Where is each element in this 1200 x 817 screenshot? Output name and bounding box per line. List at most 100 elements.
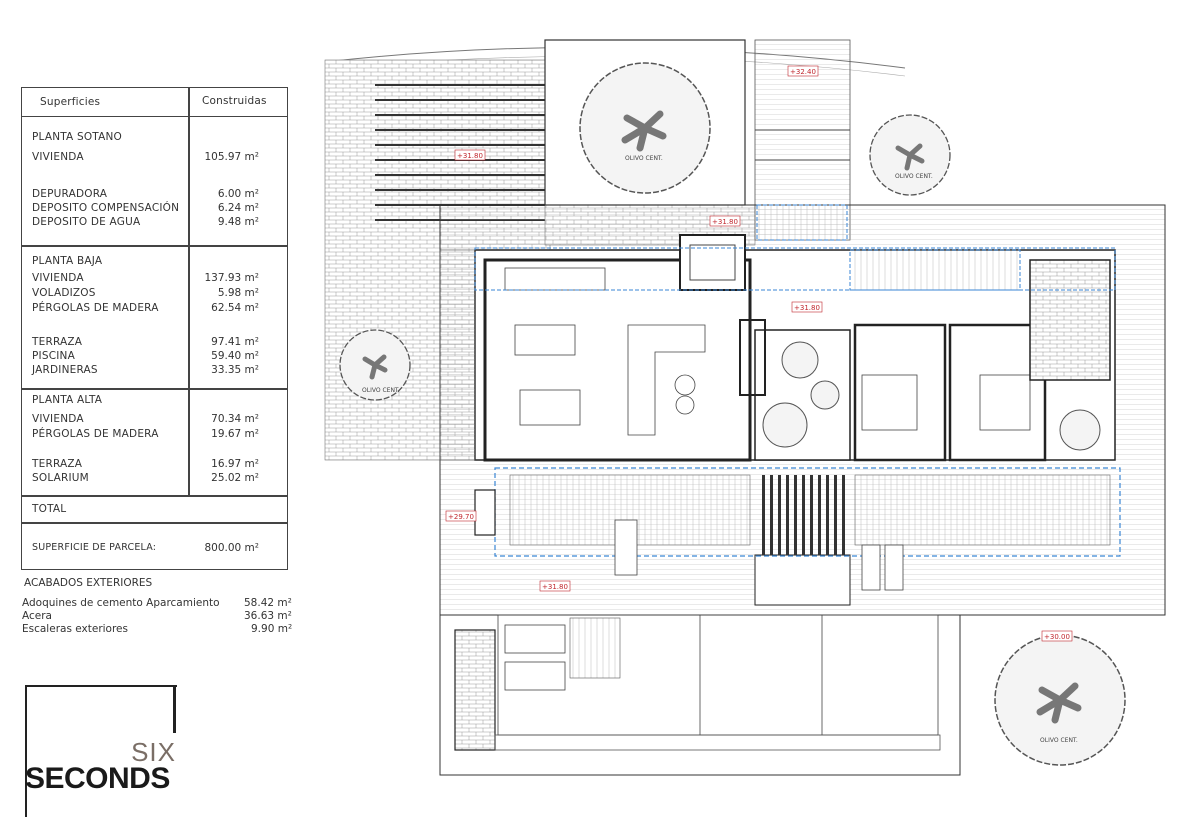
level-marker: +31.80 <box>709 215 741 227</box>
row-value: 19.67 m² <box>211 428 259 440</box>
acabados-value: 36.63 m² <box>244 610 292 622</box>
row-label: DEPOSITO DE AGUA <box>32 216 141 228</box>
svg-text:+29.70: +29.70 <box>448 513 474 521</box>
logo-six: SIX <box>131 737 176 767</box>
row-value: 16.97 m² <box>211 458 259 470</box>
sunbed <box>884 544 904 591</box>
elevator-core <box>679 234 746 291</box>
row-value: 97.41 m² <box>211 336 259 348</box>
bed <box>861 374 918 431</box>
acabados-title: ACABADOS EXTERIORES <box>24 577 153 589</box>
planter <box>474 489 496 536</box>
dining-table <box>519 389 581 426</box>
row-label: SOLARIUM <box>32 472 89 484</box>
row-label: PÉRGOLAS DE MADERA <box>32 302 159 314</box>
row-label: PISCINA <box>32 350 75 362</box>
level-marker: +30.00 <box>1041 630 1073 642</box>
row-label: VIVIENDA <box>32 151 84 163</box>
row-label: VOLADIZOS <box>32 287 96 299</box>
row-label: VIVIENDA <box>32 413 84 425</box>
armchair <box>674 374 696 396</box>
divider <box>22 245 287 247</box>
row-value: 9.48 m² <box>217 216 259 228</box>
bedroom-2 <box>948 323 1047 462</box>
left-stairs <box>439 249 476 461</box>
row-label: DEPOSITO COMPENSACIÓN <box>32 202 180 214</box>
olive-tree: OLIVO CENT. <box>994 634 1126 766</box>
olive-tree: OLIVO CENT. <box>869 114 951 196</box>
pergola-frame <box>854 474 1111 546</box>
row-value: 137.93 m² <box>204 272 259 284</box>
svg-text:+31.80: +31.80 <box>542 583 568 591</box>
svg-text:+30.00: +30.00 <box>1044 633 1070 641</box>
floor-plan: OLIVO CENT. OLIVO CENT. OLIVO CENT. OLIV… <box>324 39 1166 776</box>
upper-stairs <box>849 249 1021 291</box>
svg-text:+32.40: +32.40 <box>790 68 816 76</box>
row-value: 59.40 m² <box>211 350 259 362</box>
level-marker: +31.80 <box>539 580 571 592</box>
logo-frame <box>25 685 177 817</box>
tree-label: OLIVO CENT. <box>1040 737 1078 744</box>
areas-table: Superficies Construidas PLANTA SOTANO VI… <box>21 87 288 570</box>
acabados-value: 58.42 m² <box>244 597 292 609</box>
divider <box>22 522 287 524</box>
row-value: 70.34 m² <box>211 413 259 425</box>
divider <box>22 388 287 390</box>
svg-text:+31.80: +31.80 <box>712 218 738 226</box>
pergola-slats <box>758 475 848 555</box>
row-value: 6.00 m² <box>217 188 259 200</box>
acabados-value: 9.90 m² <box>251 623 293 635</box>
level-marker: +31.80 <box>791 301 823 313</box>
svg-text:+31.80: +31.80 <box>457 152 483 160</box>
level-marker: +31.80 <box>454 149 486 161</box>
row-label: TERRAZA <box>32 458 83 470</box>
section-planta-baja: PLANTA BAJA <box>32 255 103 267</box>
row-label: VIVIENDA <box>32 272 84 284</box>
row-value: 5.98 m² <box>217 287 259 299</box>
living-room <box>483 258 752 462</box>
parcela-value: 800.00 m² <box>204 542 259 554</box>
bed <box>979 374 1031 431</box>
divider <box>22 495 287 497</box>
row-value: 25.02 m² <box>211 472 259 484</box>
sofa <box>627 324 706 436</box>
olive-tree: OLIVO CENT. <box>579 62 711 194</box>
section-planta-sotano: PLANTA SOTANO <box>32 131 123 143</box>
row-value: 33.35 m² <box>211 364 259 376</box>
svg-text:+31.80: +31.80 <box>794 304 820 312</box>
row-label: DEPURADORA <box>32 188 108 200</box>
section-planta-alta: PLANTA ALTA <box>32 394 103 406</box>
bedroom-1 <box>853 323 947 462</box>
pool-steps <box>569 617 621 679</box>
parcela-label: SUPERFICIE DE PARCELA: <box>32 542 157 553</box>
column-divider <box>188 88 190 495</box>
tree-label: OLIVO CENT. <box>362 387 400 394</box>
total-label: TOTAL <box>32 503 67 515</box>
pergola-outline <box>494 467 1121 557</box>
header-superficies: Superficies <box>40 96 101 108</box>
logo-frame-right <box>173 685 176 733</box>
sunbed <box>614 519 638 576</box>
row-label: PÉRGOLAS DE MADERA <box>32 428 159 440</box>
level-marker: +29.70 <box>445 510 477 522</box>
logo-seconds: SECONDS <box>25 762 170 795</box>
row-label: TERRAZA <box>32 336 83 348</box>
bathroom <box>1029 259 1111 381</box>
sunbed <box>504 624 566 654</box>
table-header: Superficies Construidas <box>22 88 287 117</box>
upper-floor-outline <box>474 247 1116 291</box>
kitchen-island <box>514 324 576 356</box>
acabados-label: Acera <box>22 610 52 622</box>
sunbed <box>861 544 881 591</box>
pool-planter <box>454 629 496 751</box>
acabados-label: Adoquines de cemento Aparcamiento <box>22 597 220 609</box>
olive-tree: OLIVO CENT. <box>339 329 411 401</box>
row-label: JARDINERAS <box>32 364 98 376</box>
tree-label: OLIVO CENT. <box>625 155 663 162</box>
stair-outline <box>756 204 848 241</box>
tree-label: OLIVO CENT. <box>895 173 933 180</box>
sunbed <box>504 661 566 691</box>
row-value: 62.54 m² <box>211 302 259 314</box>
courtyard-lower <box>754 554 851 606</box>
armchair <box>675 395 695 415</box>
